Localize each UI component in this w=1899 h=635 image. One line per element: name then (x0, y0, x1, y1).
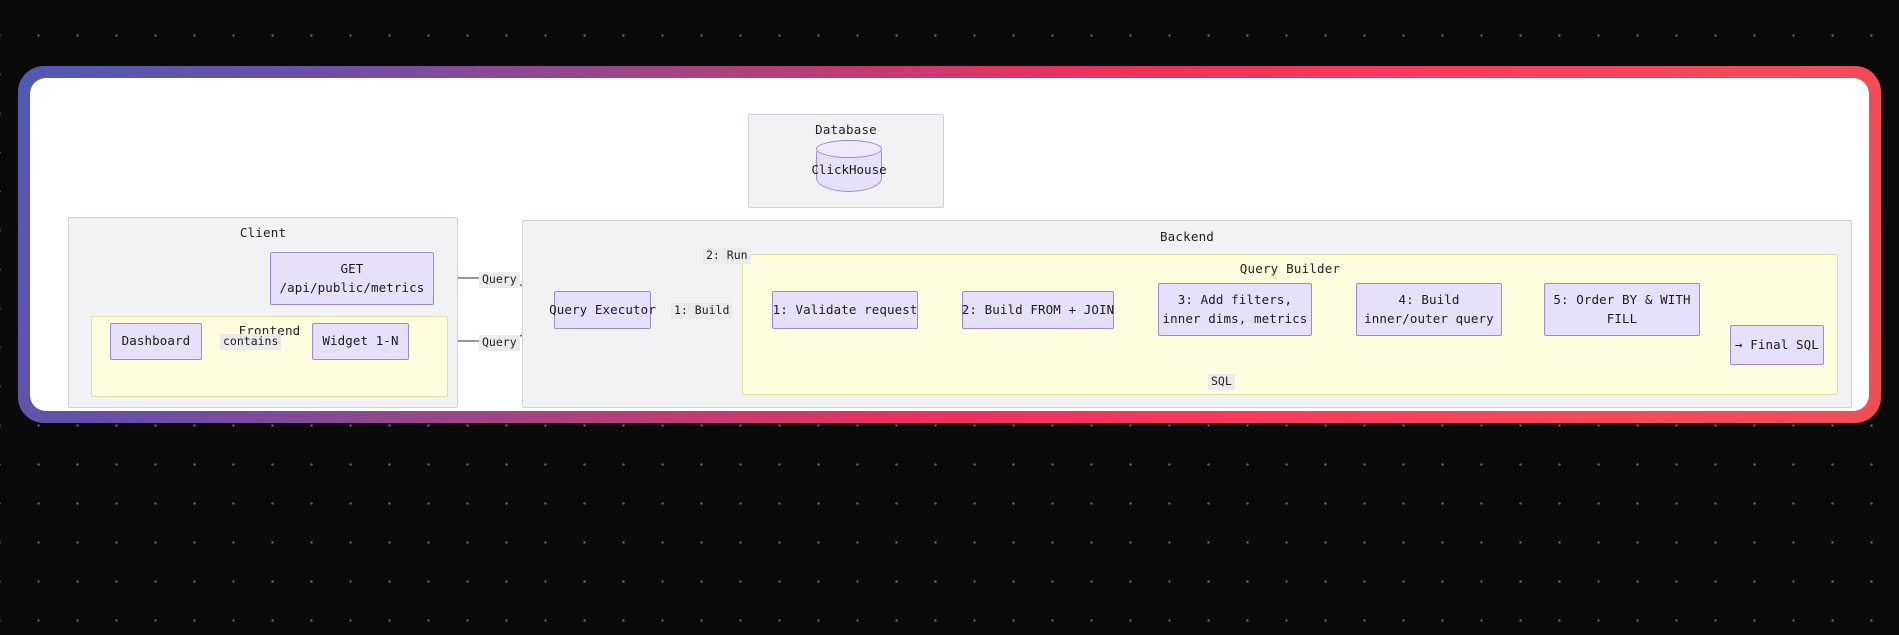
gradient-card-frame: Database ClickHouse Client GET /api/publ… (18, 66, 1881, 423)
node-final-sql[interactable]: → Final SQL (1730, 325, 1824, 365)
diagram-card: Database ClickHouse Client GET /api/publ… (30, 78, 1869, 411)
node-step-5[interactable]: 5: Order BY & WITH FILL (1544, 283, 1700, 336)
node-step-4-line2: inner/outer query (1364, 310, 1494, 326)
node-step-3[interactable]: 3: Add filters, inner dims, metrics (1158, 283, 1312, 336)
node-step-1[interactable]: 1: Validate request (772, 291, 918, 329)
node-widget-label: Widget 1-N (322, 333, 399, 349)
node-widget[interactable]: Widget 1-N (312, 323, 409, 360)
node-step-3-line2: inner dims, metrics (1162, 310, 1308, 326)
node-api-endpoint[interactable]: GET /api/public/metrics (270, 252, 434, 305)
subgraph-database: Database (748, 114, 944, 208)
subgraph-query-builder-title: Query Builder (1239, 261, 1341, 276)
edge-label-run: 2: Run (703, 248, 751, 264)
node-step-4-line1: 4: Build (1398, 292, 1460, 308)
node-dashboard-label: Dashboard (121, 333, 191, 349)
node-step-2[interactable]: 2: Build FROM + JOIN (962, 291, 1114, 329)
edge-label-query-top: Query (479, 272, 520, 288)
node-final-sql-label: → Final SQL (1735, 336, 1819, 352)
node-api-endpoint-path: /api/public/metrics (279, 279, 425, 295)
node-step-2-label: 2: Build FROM + JOIN (961, 301, 1115, 317)
edge-label-build: 1: Build (671, 303, 733, 319)
edge-label-query-bottom: Query (479, 335, 520, 351)
node-step-5-line2: FILL (1606, 310, 1638, 326)
subgraph-database-title: Database (815, 122, 877, 137)
edge-label-sql: SQL (1208, 374, 1235, 390)
node-step-4[interactable]: 4: Build inner/outer query (1356, 283, 1502, 336)
node-query-executor[interactable]: Query Executor (549, 291, 656, 329)
node-step-5-line1: 5: Order BY & WITH (1553, 292, 1691, 308)
node-clickhouse-label: ClickHouse (811, 162, 887, 177)
edge-label-contains: contains (220, 334, 282, 350)
node-query-executor-label: Query Executor (549, 301, 656, 317)
node-step-1-label: 1: Validate request (772, 301, 918, 317)
node-step-3-line1: 3: Add filters, (1177, 292, 1293, 308)
node-api-endpoint-method: GET (340, 261, 364, 277)
subgraph-client-title: Client (239, 225, 287, 240)
architecture-diagram: Database ClickHouse Client GET /api/publ… (30, 78, 1869, 411)
subgraph-backend-title: Backend (1159, 229, 1215, 244)
node-clickhouse[interactable]: ClickHouse (811, 140, 887, 192)
node-dashboard[interactable]: Dashboard (110, 323, 202, 360)
